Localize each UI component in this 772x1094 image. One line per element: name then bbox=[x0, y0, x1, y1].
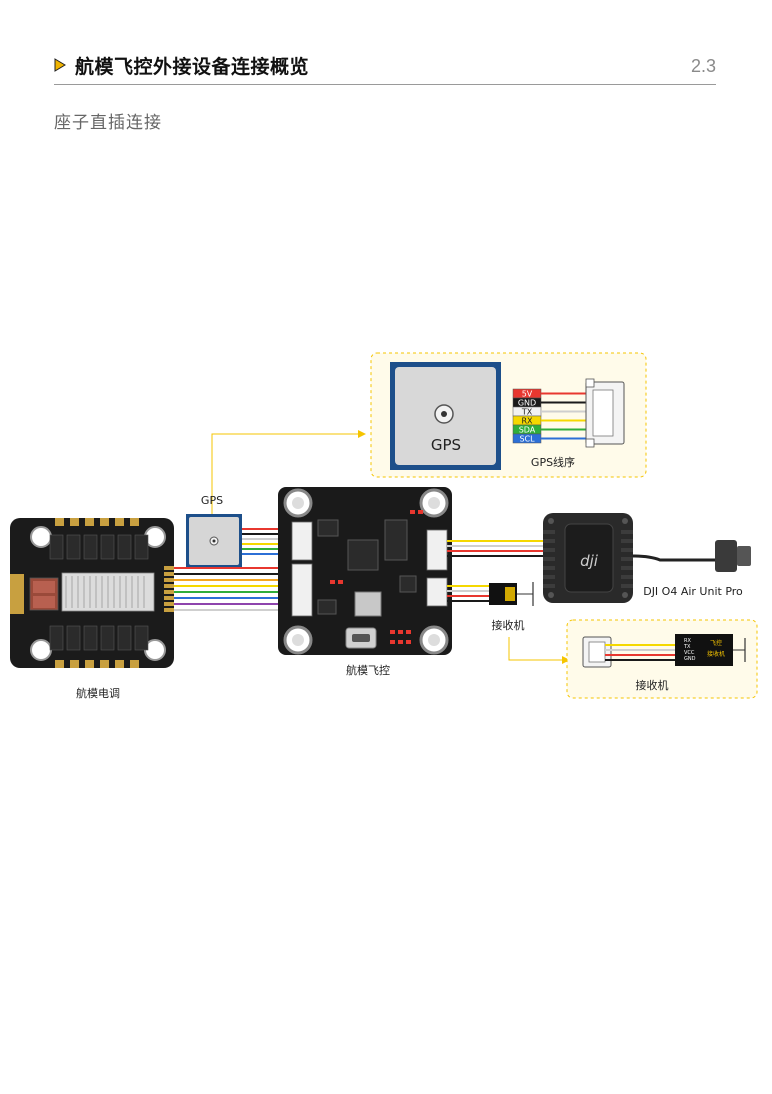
dji-fin bbox=[543, 539, 555, 543]
esc-pad bbox=[164, 578, 174, 582]
esc-mosfet bbox=[117, 534, 132, 560]
esc-mosfet bbox=[134, 625, 149, 651]
fc-smd bbox=[418, 510, 423, 514]
dji-fin bbox=[543, 575, 555, 579]
receiver-wires bbox=[447, 585, 490, 602]
dji-fin bbox=[543, 584, 555, 588]
fc-smd bbox=[390, 640, 395, 644]
esc-mosfet bbox=[49, 625, 64, 651]
gps-pin-label: RX bbox=[521, 417, 533, 426]
section-triangle-icon bbox=[54, 58, 66, 72]
dji-label: DJI O4 Air Unit Pro bbox=[643, 585, 743, 598]
fc-smd bbox=[338, 580, 343, 584]
dji-fin bbox=[543, 566, 555, 570]
esc-pad bbox=[100, 660, 109, 668]
section-number: 2.3 bbox=[690, 56, 716, 76]
receiver-label: 接收机 bbox=[492, 618, 525, 632]
esc-pad bbox=[164, 584, 174, 588]
esc-pad bbox=[164, 590, 174, 594]
page-subtitle: 座子直插连接 bbox=[54, 113, 162, 133]
dji-fin bbox=[621, 566, 633, 570]
gps-module-label: GPS bbox=[201, 494, 223, 507]
esc-pad bbox=[164, 572, 174, 576]
fc-label: 航模飞控 bbox=[346, 663, 390, 677]
esc-pad bbox=[85, 660, 94, 668]
esc-pad bbox=[55, 518, 64, 526]
esc-pad bbox=[130, 660, 139, 668]
fc-smd bbox=[406, 630, 411, 634]
dji-fin bbox=[621, 557, 633, 561]
fc-smd bbox=[398, 640, 403, 644]
fc-smd bbox=[406, 640, 411, 644]
esc-board: 航模电调 bbox=[10, 518, 174, 700]
esc-mosfet bbox=[66, 534, 81, 560]
esc-mosfet bbox=[83, 534, 98, 560]
dji-fin bbox=[543, 548, 555, 552]
esc-pad bbox=[115, 660, 124, 668]
fc-smd bbox=[410, 510, 415, 514]
receiver-pin-label: RX bbox=[684, 638, 691, 644]
esc-pad bbox=[164, 602, 174, 606]
esc-pad bbox=[115, 518, 124, 526]
dji-logo-icon: dji bbox=[580, 552, 599, 570]
dji-fin bbox=[621, 530, 633, 534]
receiver-pin-label: GND bbox=[684, 656, 696, 662]
esc-pad bbox=[164, 566, 174, 570]
esc-pad bbox=[85, 518, 94, 526]
dji-fin bbox=[621, 584, 633, 588]
gps-pin-label: SDA bbox=[519, 426, 536, 435]
esc-pad bbox=[55, 660, 64, 668]
gps-pin-label: 5V bbox=[522, 390, 533, 399]
dji-wires bbox=[447, 540, 545, 557]
esc-pad bbox=[164, 596, 174, 600]
dji-fin bbox=[621, 548, 633, 552]
gps-cable-label: GPS线序 bbox=[531, 455, 575, 469]
esc-mosfet bbox=[49, 534, 64, 560]
esc-mosfet bbox=[100, 534, 115, 560]
esc-pad bbox=[70, 518, 79, 526]
esc-pad bbox=[70, 660, 79, 668]
esc-mosfet bbox=[66, 625, 81, 651]
gps-leader-line bbox=[211, 433, 360, 514]
esc-pad bbox=[130, 518, 139, 526]
receiver-callout-label: 接收机 bbox=[636, 678, 669, 692]
receiver-pin-label: TX bbox=[683, 644, 691, 650]
gps-module: GPS bbox=[186, 494, 242, 568]
esc-label: 航模电调 bbox=[76, 686, 120, 700]
section-header: 航模飞控外接设备连接概览 2.3 bbox=[54, 50, 716, 85]
fc-board: 航模飞控 bbox=[278, 487, 452, 677]
dji-fin bbox=[621, 539, 633, 543]
gps-pin-label: GND bbox=[518, 399, 536, 408]
esc-mosfet bbox=[134, 534, 149, 560]
gps-pin-label: SCL bbox=[519, 435, 535, 444]
esc-mosfet bbox=[117, 625, 132, 651]
dji-air-unit: dji DJI O4 Air Unit Pro bbox=[543, 513, 751, 603]
esc-pad bbox=[164, 608, 174, 612]
dji-fin bbox=[543, 530, 555, 534]
fc-smd bbox=[330, 580, 335, 584]
gps-pin-label: TX bbox=[521, 408, 533, 417]
dji-fin bbox=[621, 575, 633, 579]
page-title: 航模飞控外接设备连接概览 bbox=[75, 56, 310, 78]
esc-pad bbox=[100, 518, 109, 526]
receiver-leader-line bbox=[508, 637, 565, 661]
gps-callout-text: GPS bbox=[431, 436, 461, 454]
receiver-chip-text-2: 接收机 bbox=[707, 650, 725, 658]
esc-mosfet bbox=[100, 625, 115, 651]
fc-smd bbox=[398, 630, 403, 634]
fc-smd bbox=[390, 630, 395, 634]
receiver-module: 接收机 bbox=[489, 582, 534, 632]
receiver-chip-text-1: 飞控 bbox=[710, 639, 722, 647]
receiver-pin-label: VCC bbox=[684, 650, 695, 656]
esc-wires bbox=[174, 567, 293, 611]
dji-fin bbox=[543, 557, 555, 561]
esc-mosfet bbox=[83, 625, 98, 651]
